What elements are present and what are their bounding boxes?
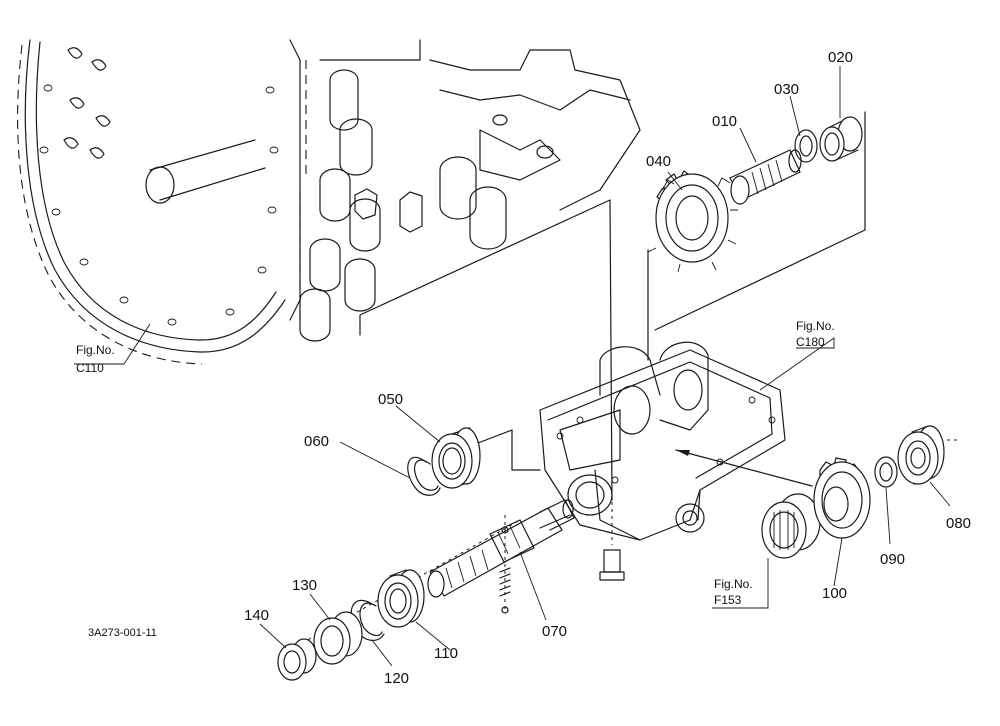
figure-references: Fig.No. C110 Fig.No. C180 Fig.No. F153 xyxy=(76,319,835,607)
part-label-020: 020 xyxy=(828,49,853,66)
part-label-040: 040 xyxy=(646,153,671,170)
leader-lines xyxy=(74,66,951,667)
part-label-130: 130 xyxy=(292,577,317,594)
bearing-020 xyxy=(819,116,863,162)
bearing-110 xyxy=(377,569,425,628)
part-label-010: 010 xyxy=(712,113,737,130)
snap-ring-060 xyxy=(407,456,441,496)
upper-shaft-assembly xyxy=(647,116,863,273)
part-labels: 010 020 030 040 050 060 070 080 090 100 … xyxy=(244,49,971,687)
gear-100 xyxy=(813,457,871,539)
part-label-050: 050 xyxy=(378,391,403,408)
part-label-110: 110 xyxy=(434,645,458,662)
part-label-100: 100 xyxy=(822,585,847,602)
part-label-030: 030 xyxy=(774,81,799,98)
fig-ref-c180-line2: C180 xyxy=(796,335,825,349)
bracket-housing xyxy=(539,341,786,581)
collar-140 xyxy=(277,638,317,681)
part-label-080: 080 xyxy=(946,515,971,532)
fig-ref-c180-line1: Fig.No. xyxy=(796,319,835,333)
part-label-090: 090 xyxy=(880,551,905,568)
fig-ref-f153-line1: Fig.No. xyxy=(714,577,753,591)
oil-seal-130 xyxy=(313,611,363,665)
bearing-050 xyxy=(431,427,481,489)
bearing-080 xyxy=(897,425,945,485)
assembly-lines xyxy=(289,111,960,651)
fig-ref-c110-line2: C110 xyxy=(76,361,104,375)
washer-090 xyxy=(874,456,898,488)
fig-ref-f153-line2: F153 xyxy=(714,593,742,607)
fig-ref-c110-line1: Fig.No. xyxy=(76,343,115,357)
diagram-code: 3A273-001-11 xyxy=(88,627,157,639)
part-label-060: 060 xyxy=(304,433,329,450)
shaft-070 xyxy=(427,499,575,614)
hub-f153 xyxy=(761,493,821,559)
gear-040 xyxy=(647,170,738,273)
transmission-housing xyxy=(17,39,641,365)
part-label-120: 120 xyxy=(384,670,409,687)
part-label-070: 070 xyxy=(542,623,567,640)
washer-030 xyxy=(794,129,818,163)
part-label-140: 140 xyxy=(244,607,269,624)
